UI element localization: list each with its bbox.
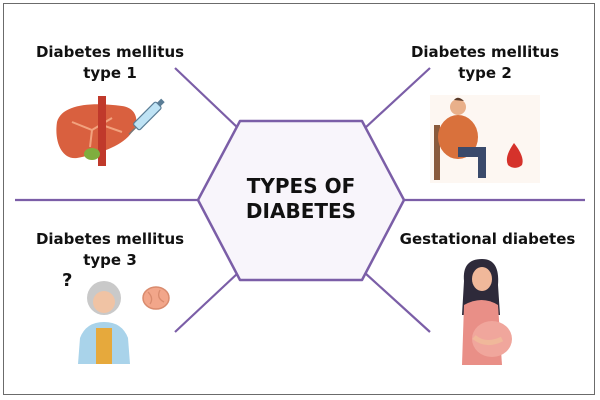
center-title-line2: DIABETES (245, 199, 357, 223)
gestational-label: Gestational diabetes (395, 229, 580, 250)
center-hexagon (196, 119, 406, 282)
type2-line2: type 2 (458, 64, 512, 82)
center-title: TYPES OF DIABETES (220, 174, 382, 224)
liver-syringe-icon (56, 96, 165, 166)
question-mark: ? (62, 270, 73, 291)
type3-line1: Diabetes mellitus (35, 230, 185, 248)
connector-top-left (174, 67, 239, 129)
type1-line1: Diabetes mellitus (35, 43, 185, 61)
connector-top-right (364, 67, 431, 129)
elderly-person-brain-icon (78, 281, 170, 364)
connector-bottom-left (174, 272, 239, 333)
type1-line2: type 1 (83, 64, 137, 82)
type2-label: Diabetes mellitus type 2 (405, 42, 565, 84)
center-title-line1: TYPES OF (246, 174, 356, 198)
gestational-line1: Gestational diabetes (399, 230, 576, 248)
type3-line2: type 3 (83, 251, 137, 269)
pregnant-woman-icon (462, 259, 512, 365)
frame-border (3, 3, 595, 395)
type1-label: Diabetes mellitus type 1 (30, 42, 190, 84)
connector-bottom-right (364, 272, 431, 333)
obese-person-blood-drop-icon (430, 95, 540, 183)
type2-line1: Diabetes mellitus (410, 43, 560, 61)
type3-label: Diabetes mellitus type 3 (30, 229, 190, 271)
